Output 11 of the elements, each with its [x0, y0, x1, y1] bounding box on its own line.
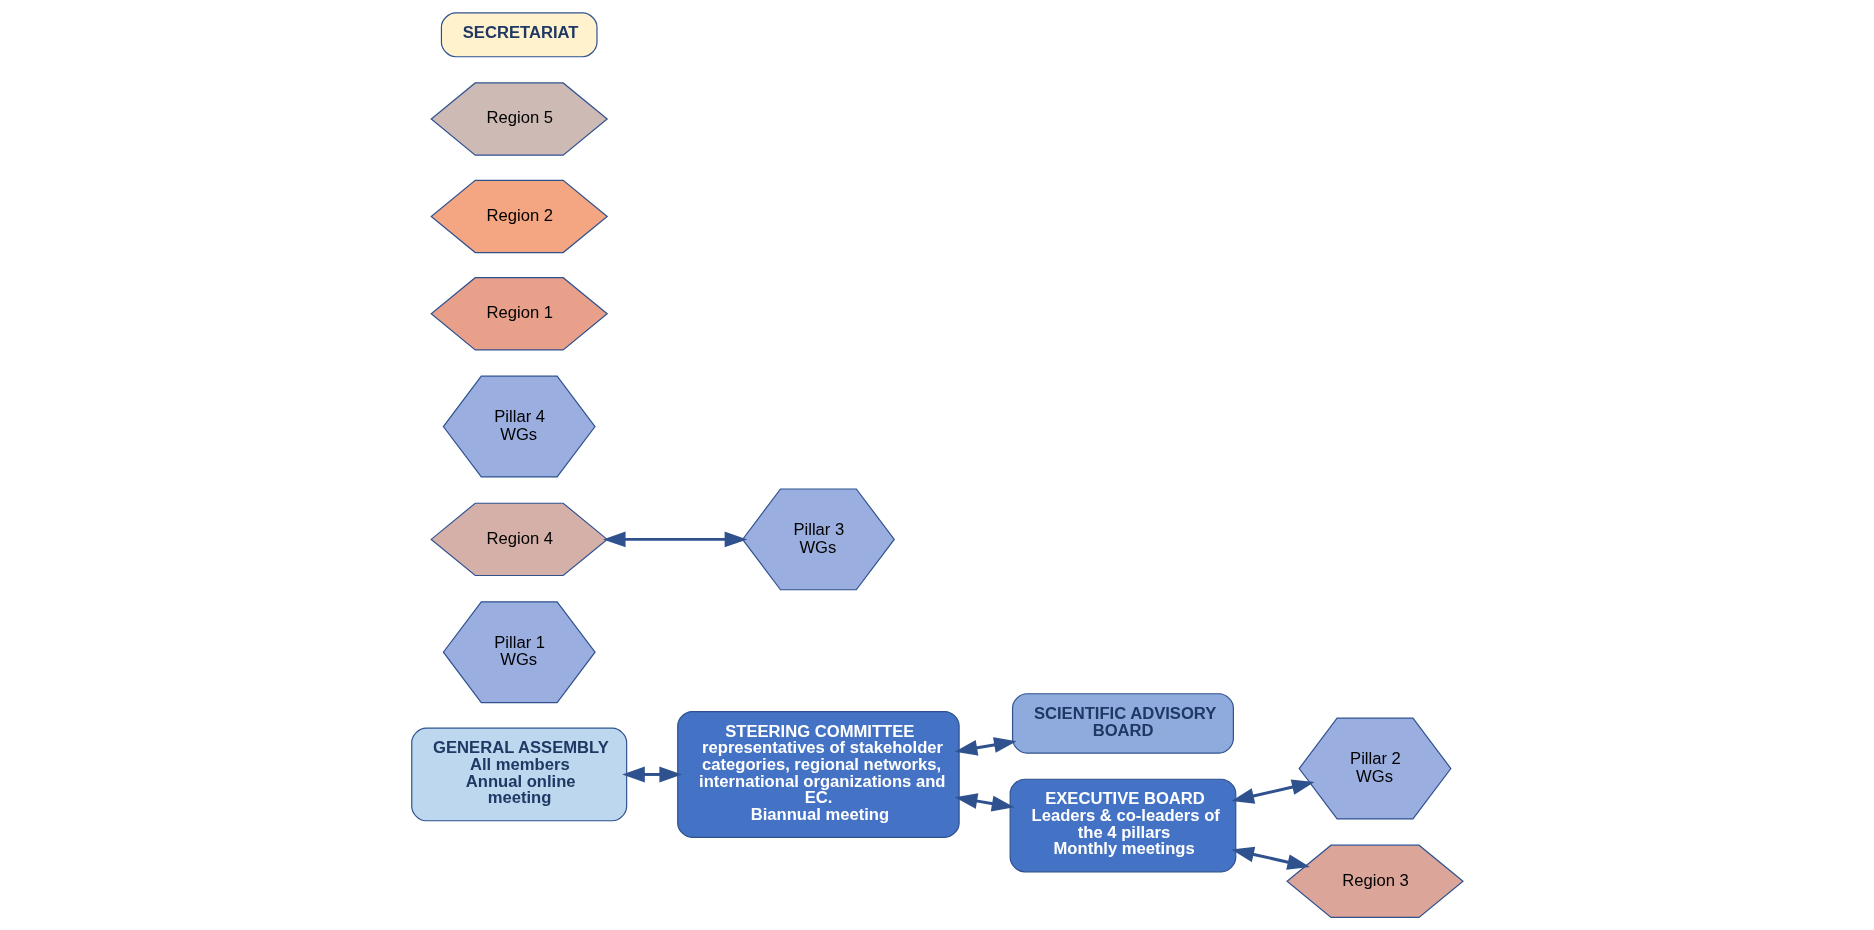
arrow	[954, 737, 1017, 756]
arrow	[602, 531, 747, 548]
arrow	[1230, 846, 1310, 870]
node-box: EXECUTIVE BOARD Leaders & co-leaders of the 4 pillars Monthly meetings	[1009, 778, 1236, 873]
node-box: SCIENTIFIC ADVISORY BOARD	[1011, 693, 1234, 754]
arrow	[1230, 779, 1314, 804]
node-box: GENERAL ASSEMBLY All members Annual online meeting	[410, 727, 627, 822]
arrow	[954, 793, 1014, 812]
node-box: STEERING COMMITTEE representatives of stakeholder categories, regional networks, international organizations and EC. Biannual meeting	[676, 710, 960, 838]
arrow	[621, 766, 682, 783]
node-box: SECRETARIAT	[440, 12, 598, 58]
